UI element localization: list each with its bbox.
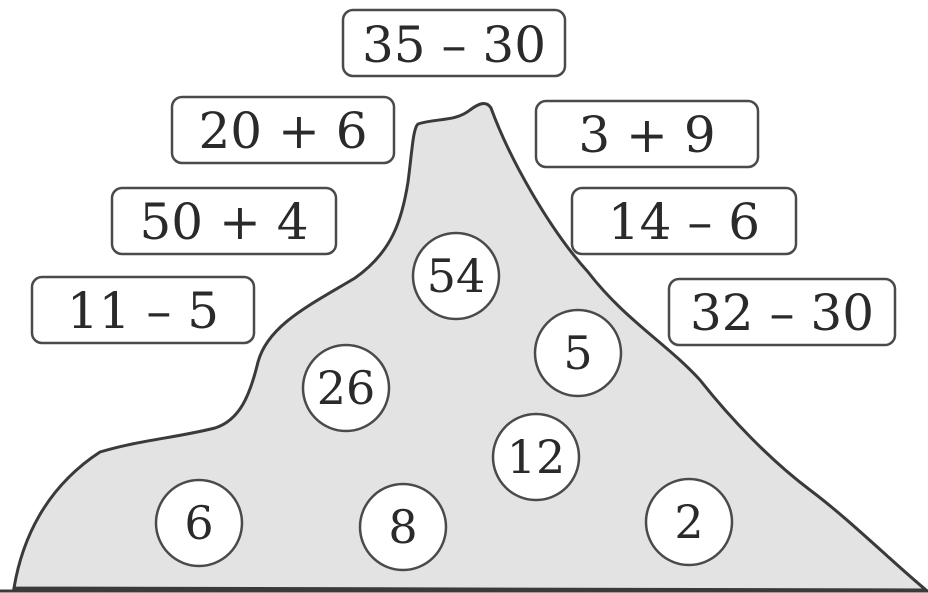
- expression-label: 20 + 6: [198, 102, 367, 160]
- answer-circle-5: 5: [533, 308, 623, 398]
- expression-label: 14 – 6: [608, 193, 760, 251]
- mountain-shape: [12, 102, 928, 592]
- answer-circle-26: 26: [301, 343, 391, 433]
- answer-label: 6: [184, 496, 213, 550]
- answer-label: 12: [507, 430, 566, 484]
- expression-box-top: 35 – 30: [341, 8, 567, 78]
- answer-label: 26: [317, 361, 376, 415]
- answer-label: 2: [674, 495, 703, 549]
- expression-box-right-1: 3 + 9: [534, 99, 760, 169]
- expression-label: 50 + 4: [139, 193, 308, 251]
- expression-box-left-3: 11 – 5: [30, 275, 256, 345]
- answer-circle-6: 6: [154, 478, 244, 568]
- answer-label: 54: [427, 249, 486, 303]
- expression-box-right-2: 14 – 6: [570, 186, 798, 256]
- expression-label: 35 – 30: [362, 16, 546, 74]
- answer-label: 5: [563, 326, 592, 380]
- expression-label: 3 + 9: [578, 106, 715, 164]
- expression-label: 11 – 5: [67, 282, 219, 340]
- answer-label: 8: [388, 500, 417, 554]
- expression-box-left-1: 20 + 6: [170, 95, 396, 165]
- answer-circle-54: 54: [411, 231, 501, 321]
- expression-label: 32 – 30: [690, 284, 874, 342]
- answer-circle-12: 12: [491, 412, 581, 502]
- expression-box-right-3: 32 – 30: [667, 277, 897, 347]
- answer-circle-8: 8: [358, 482, 448, 572]
- answer-circle-2: 2: [644, 477, 734, 567]
- expression-box-left-2: 50 + 4: [110, 186, 338, 256]
